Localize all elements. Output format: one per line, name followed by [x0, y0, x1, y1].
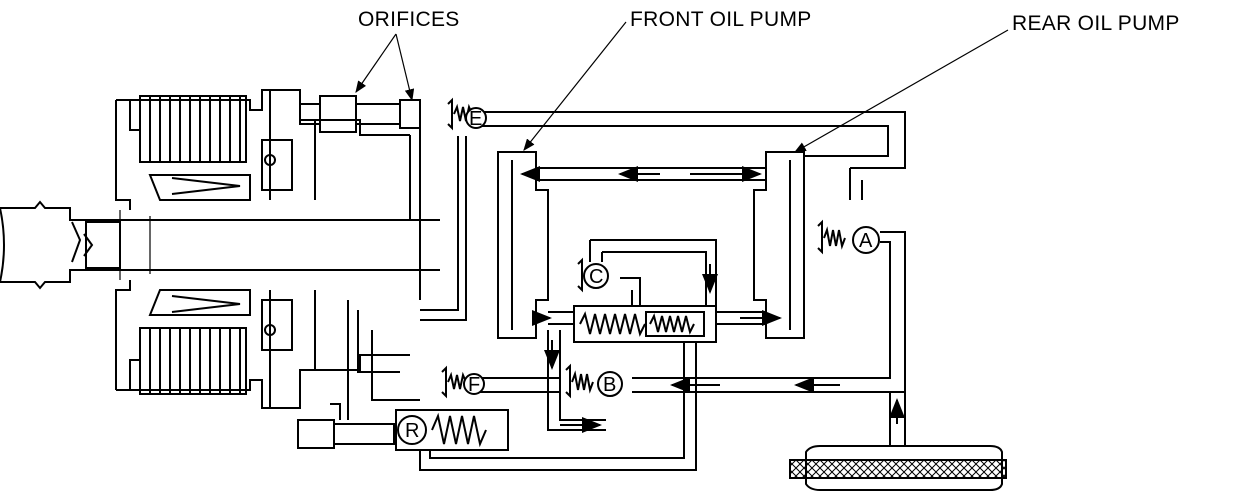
pump-connections — [536, 167, 766, 325]
rear-pump-leader — [793, 29, 1009, 153]
relief-valve-r: R — [395, 409, 509, 451]
valve-e-letter: E — [469, 108, 482, 130]
solenoid-bottom — [297, 300, 420, 449]
rear-oil-pump-label: REAR OIL PUMP — [1012, 12, 1180, 35]
valve-c-letter: C — [589, 266, 603, 288]
leader-lines — [355, 21, 1009, 153]
oil-strainer — [789, 445, 1007, 491]
valve-r-letter: R — [405, 420, 419, 442]
flow-arrows — [520, 166, 905, 433]
orifice-leader-2 — [395, 33, 415, 102]
front-oil-pump — [497, 151, 549, 339]
check-valve-c: C — [577, 257, 609, 293]
clutch-plates-top — [139, 95, 247, 163]
check-valve-e: E — [447, 97, 487, 131]
valve-a-letter: A — [859, 230, 873, 252]
front-oil-pump-label: FRONT OIL PUMP — [630, 8, 812, 31]
check-valve-f: F — [441, 365, 485, 399]
orifices-label: ORIFICES — [358, 8, 460, 31]
check-valve-a: A — [817, 219, 880, 255]
valve-f-letter: F — [468, 374, 480, 396]
orifice-passage-top — [299, 95, 421, 300]
clutch-plates-bottom — [139, 327, 247, 395]
front-pump-leader — [523, 21, 627, 151]
input-shaft — [0, 200, 440, 290]
regulator-valve — [573, 305, 717, 343]
valve-b-letter: B — [603, 374, 616, 396]
rear-oil-pump — [753, 151, 805, 339]
orifice-leader-1 — [355, 33, 397, 93]
oil-passages — [419, 111, 906, 471]
clutch-housing — [115, 89, 410, 409]
check-valve-b: B — [565, 363, 623, 399]
